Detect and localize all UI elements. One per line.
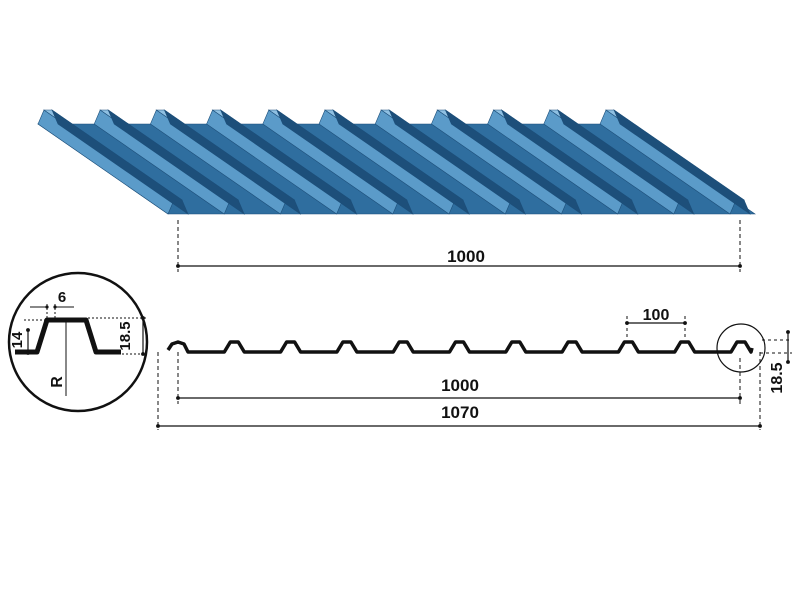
rib-right-face: [444, 109, 583, 215]
rib-right-face: [500, 109, 639, 215]
detail-marker-circle: [716, 323, 766, 373]
rib-right-face: [557, 109, 695, 215]
detail-radius-label: R: [49, 376, 66, 388]
rib-right-face: [107, 109, 245, 215]
profile-section: 100 18.5 1000 1070: [156, 307, 792, 430]
rib-right-face: [219, 109, 358, 215]
rib-right-face: [388, 109, 526, 215]
total-width-dimension: 1070: [156, 352, 762, 430]
rib-right-face: [163, 109, 302, 215]
top-width-dimension: 1000: [176, 220, 742, 272]
detail-side-label: 14: [9, 331, 26, 348]
rib-detail: 6 14 18.5 R: [7, 271, 149, 413]
detail-rib-profile: [15, 317, 121, 355]
profile-height-label: 18.5: [769, 362, 786, 393]
pitch-dimension: 100: [625, 307, 687, 338]
profile-height-dimension: 18.5: [760, 330, 792, 394]
rib-right-face: [276, 109, 414, 215]
corrugated-sheet-perspective: [37, 109, 756, 215]
cover-width-dimension: 1000: [176, 352, 742, 404]
top-width-label: 1000: [447, 247, 485, 266]
rib-right-face: [332, 109, 470, 215]
profile-line: [166, 340, 754, 354]
detail-height-label: 18.5: [117, 321, 134, 350]
rib-right-face: [613, 109, 751, 215]
total-width-label: 1070: [441, 403, 479, 422]
rib-right-face: [51, 109, 189, 215]
pitch-label: 100: [643, 307, 670, 324]
cover-width-label: 1000: [441, 376, 479, 395]
detail-top-width-label: 6: [58, 289, 66, 306]
